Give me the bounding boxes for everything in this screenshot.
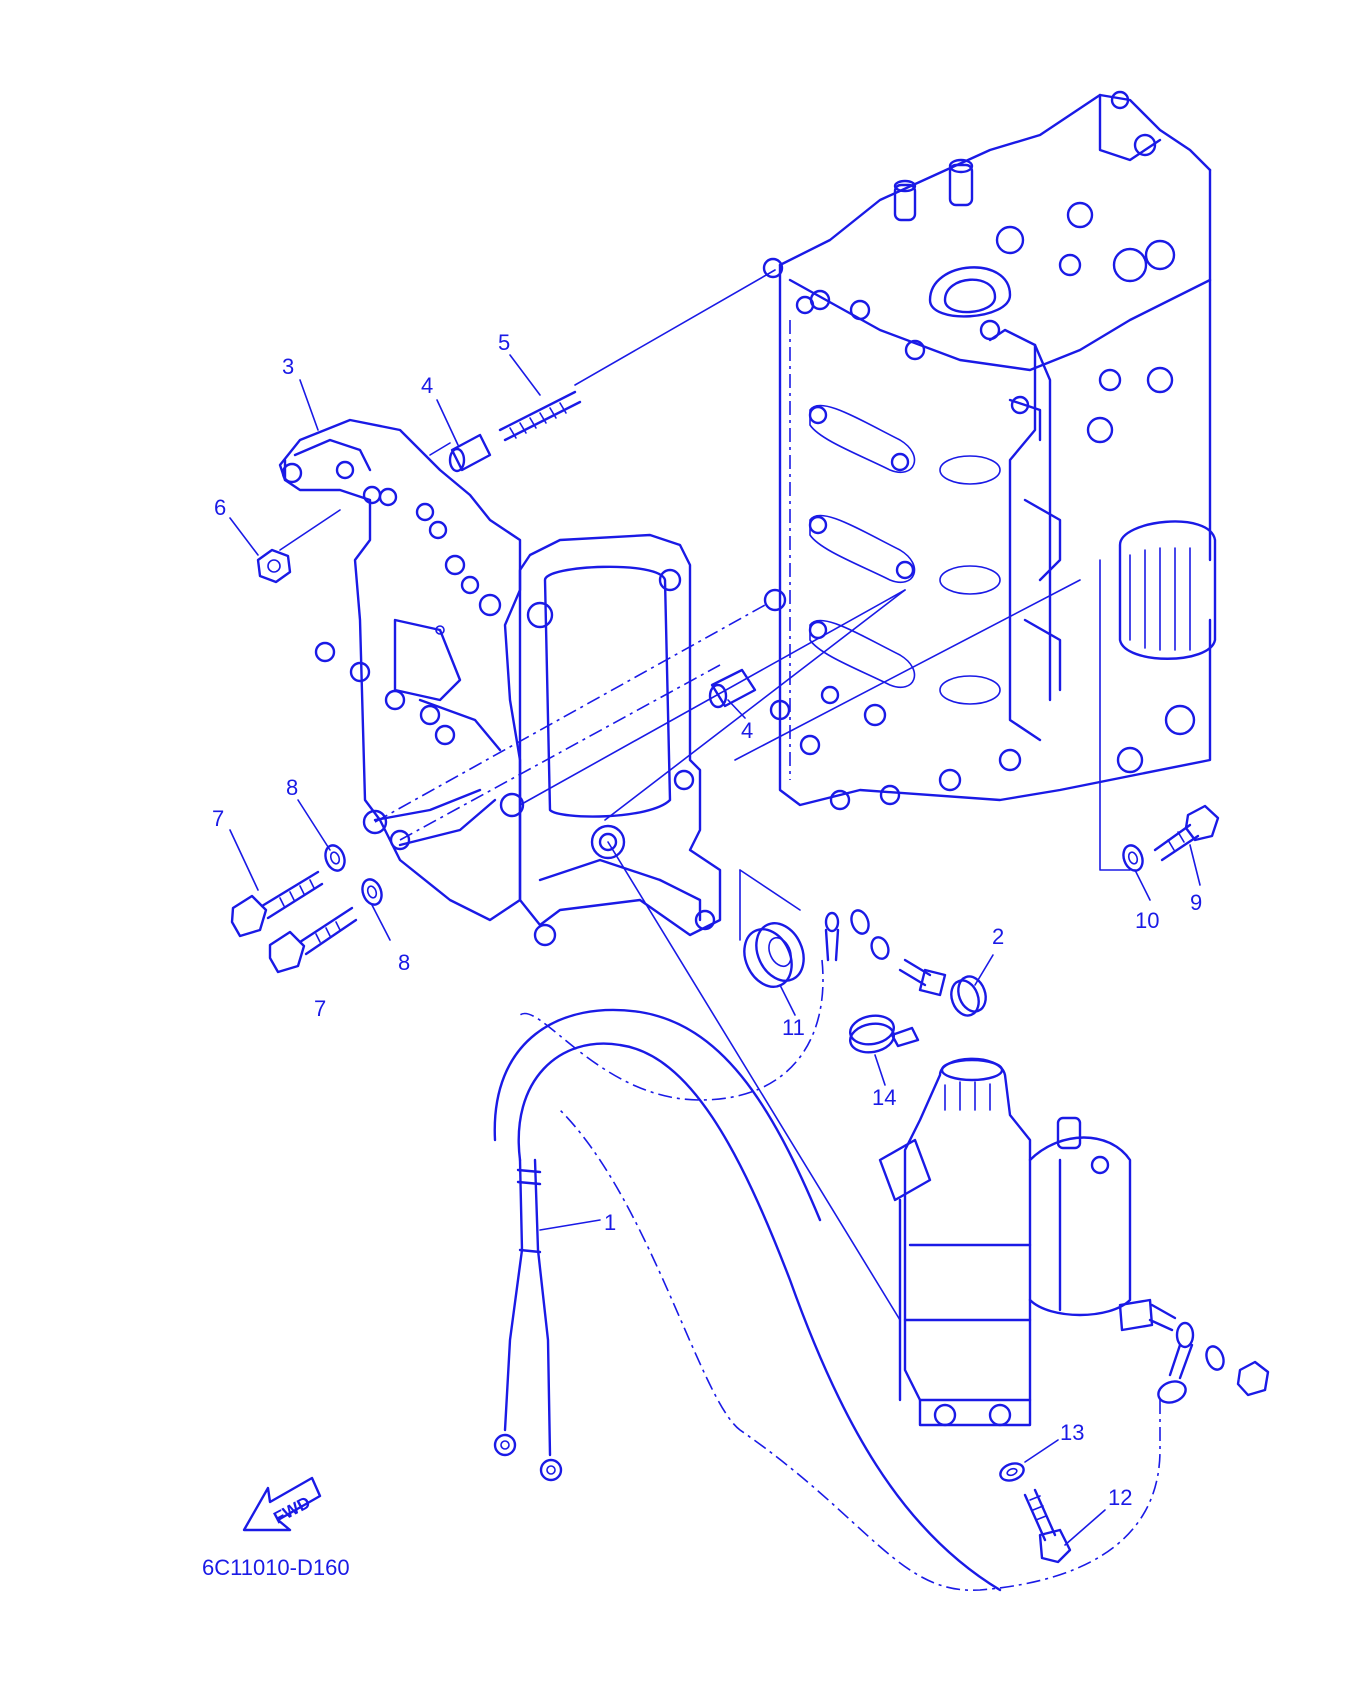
callout-leaders [229,354,1201,1086]
callout-8-lower: 8 [398,950,410,975]
diagram-code: 6C11010-D160 [202,1555,350,1580]
callout-2: 2 [992,924,1004,949]
callout-numbers: 3 4 5 6 4 8 7 8 7 2 9 10 11 14 1 13 12 [212,330,1202,1510]
callout-6: 6 [214,495,226,520]
nut-6 [256,548,292,584]
mount-frame [518,533,722,947]
stud-5 [498,390,582,442]
collar-4-lower [708,668,757,709]
callout-14: 14 [872,1085,896,1110]
bolt-7-upper [230,870,324,938]
callout-7-upper: 7 [212,806,224,831]
callout-12: 12 [1108,1485,1132,1510]
terminal-hardware [824,909,947,997]
callout-7-lower: 7 [314,996,326,1021]
fwd-arrow: FWD [242,1476,322,1532]
callout-1: 1 [604,1210,616,1235]
grommet-2 [950,975,987,1017]
clamp-14 [848,1014,920,1054]
callout-4-lower: 4 [741,718,753,743]
starter-motor [878,1057,1177,1427]
washer-10 [1122,844,1144,872]
callout-5: 5 [498,330,510,355]
callout-4-upper: 4 [421,373,433,398]
bolt-12 [1023,1488,1106,1564]
callout-8-upper: 8 [286,775,298,800]
collar-4-upper [448,433,492,473]
battery-cable-1 [493,1008,1002,1592]
callout-3: 3 [282,354,294,379]
bolt-7-lower [268,906,358,974]
callout-13: 13 [1060,1420,1084,1445]
bracket-plate [278,418,525,922]
washer-8-upper [324,844,346,872]
bolt-9 [1153,804,1220,862]
washer-8-lower [361,878,383,906]
callout-11: 11 [782,1015,805,1040]
callout-10: 10 [1135,908,1159,933]
grommet-11 [743,922,805,988]
leader-lines [279,269,1131,1321]
starter-terminal [559,1109,1270,1591]
callout-9: 9 [1190,890,1202,915]
engine-block [762,90,1217,811]
washer-13 [999,1439,1059,1482]
